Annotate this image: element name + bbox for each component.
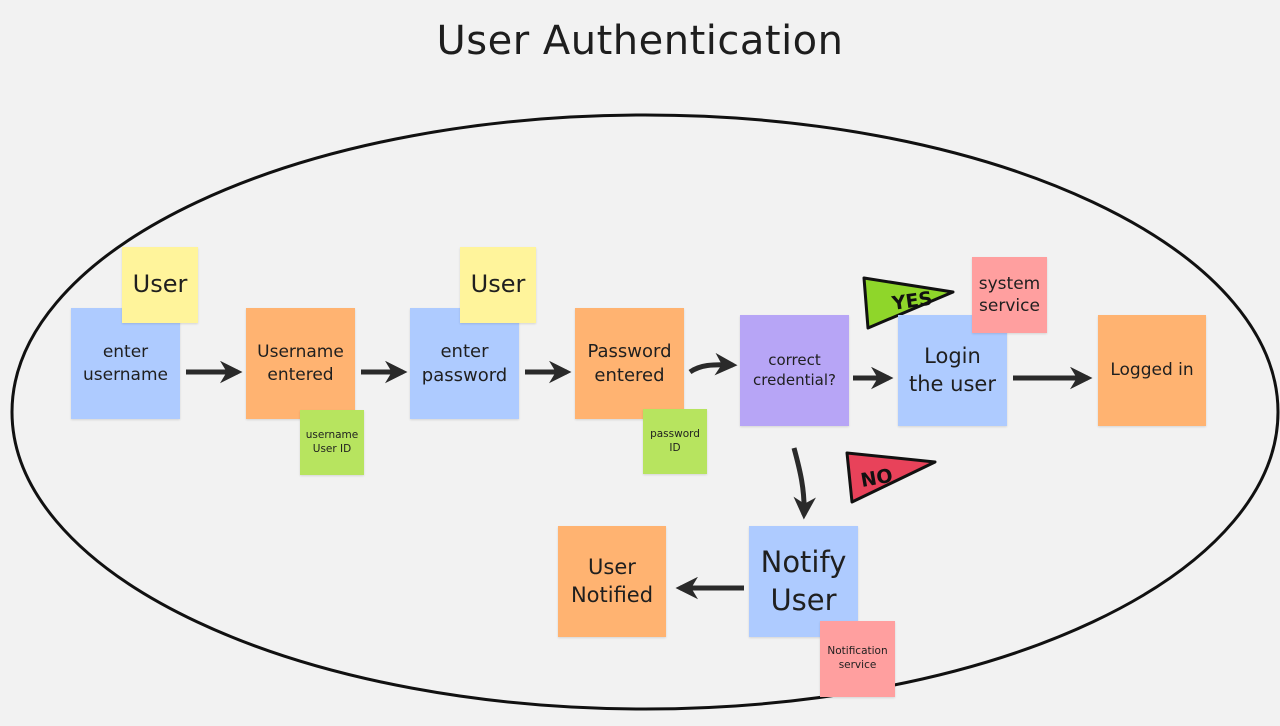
note-logged-in[interactable]: Logged in	[1098, 315, 1206, 426]
note-password-entered-text: Password entered	[587, 341, 672, 386]
diagram-title: User Authentication	[436, 18, 844, 64]
note-system-service[interactable]: system service	[972, 257, 1047, 333]
note-username-data-text: username User ID	[305, 428, 359, 455]
note-enter-username-text: enter username	[83, 342, 168, 385]
note-user-notified[interactable]: User Notified	[558, 526, 666, 637]
note-user-actor-1[interactable]: User	[122, 247, 198, 323]
yes-pennant-label: YES	[890, 288, 934, 316]
note-user-actor-2-text: User	[470, 270, 526, 299]
note-password-data[interactable]: password ID	[643, 409, 707, 474]
note-enter-username[interactable]: enter username	[71, 308, 180, 419]
no-pennant-icon: NO	[845, 451, 937, 504]
note-username-entered[interactable]: Username entered	[246, 308, 355, 419]
note-user-actor-1-text: User	[132, 270, 188, 299]
note-username-data[interactable]: username User ID	[300, 410, 364, 475]
note-enter-password[interactable]: enter password	[410, 308, 519, 419]
note-notify-user[interactable]: Notify User	[749, 526, 858, 637]
note-login-user[interactable]: Login the user	[898, 315, 1007, 426]
note-user-actor-2[interactable]: User	[460, 247, 536, 323]
note-enter-password-text: enter password	[421, 341, 508, 386]
no-pennant-label: NO	[859, 465, 894, 492]
arrow-password-entered-to-correct-credential	[688, 352, 738, 376]
note-notification-service[interactable]: Notification service	[820, 621, 895, 697]
note-system-service-text: system service	[978, 273, 1041, 316]
note-correct-credential[interactable]: correct credential?	[740, 315, 849, 426]
boundary-ellipse	[10, 113, 1280, 711]
note-login-user-text: Login the user	[909, 344, 996, 396]
note-correct-credential-text: correct credential?	[753, 351, 836, 389]
arrow-correct-credential-to-notify	[791, 447, 816, 520]
note-notification-service-text: Notification service	[827, 645, 888, 671]
note-notify-user-text: Notify User	[760, 544, 847, 617]
note-username-entered-text: Username entered	[257, 342, 344, 385]
note-password-data-text: password ID	[650, 427, 700, 454]
note-user-notified-text: User Notified	[570, 555, 654, 607]
note-logged-in-text: Logged in	[1110, 360, 1194, 381]
note-password-entered[interactable]: Password entered	[575, 308, 684, 419]
